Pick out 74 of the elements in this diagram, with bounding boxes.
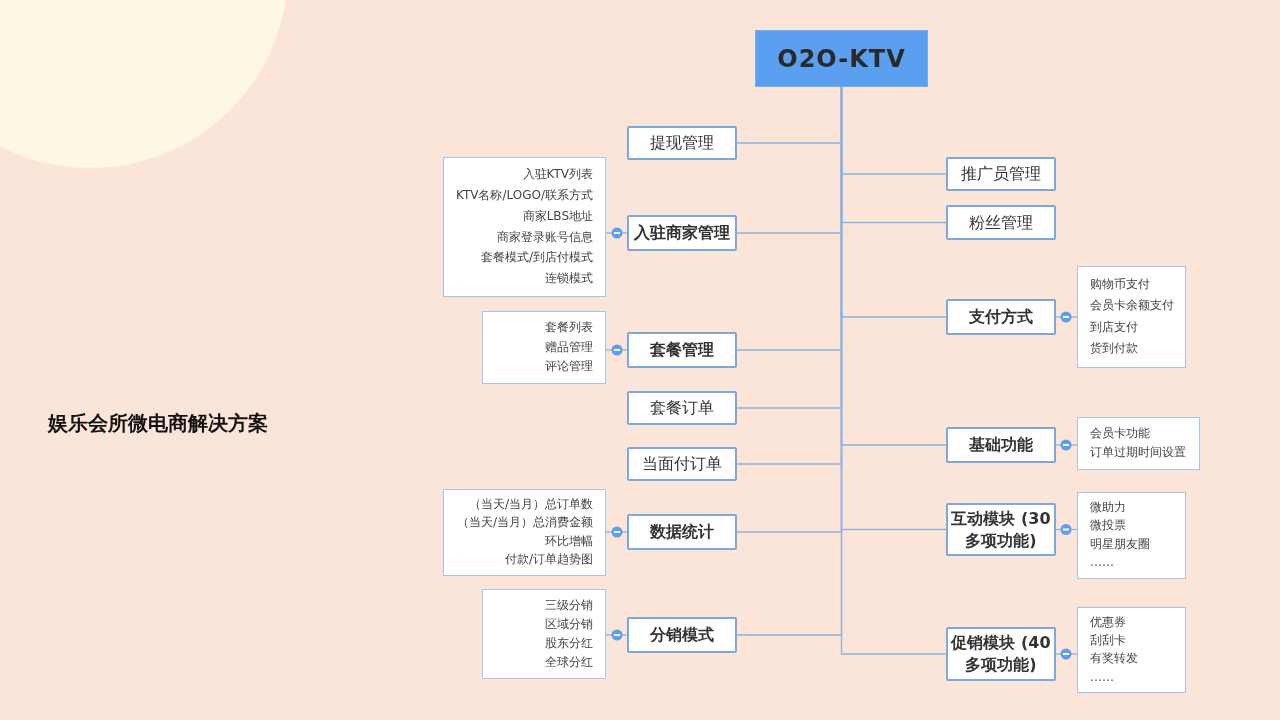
- list-item: （当天/当月）总消费金额: [456, 515, 593, 532]
- list-item: 股东分红: [545, 635, 593, 652]
- list-item: KTV名称/LOGO/联系方式: [456, 188, 593, 204]
- list-item: 优惠券: [1090, 614, 1126, 631]
- list-item: 商家LBS地址: [522, 208, 593, 225]
- topic-box: [946, 299, 1056, 335]
- node-label: 支付方式: [969, 306, 1033, 328]
- detail-list-box: [443, 489, 606, 576]
- node-label: 互动模块 (30多项功能): [950, 507, 1052, 552]
- node-label: 套餐管理: [650, 339, 714, 361]
- node-label: 提现管理: [650, 132, 714, 154]
- detail-list-box: [1077, 266, 1186, 368]
- detail-list-box: [1077, 607, 1186, 693]
- slide-subtitle: 娱乐会所微电商解决方案: [48, 410, 268, 437]
- detail-list-box: [482, 589, 606, 679]
- topic-box: [946, 205, 1056, 240]
- topic-box: [627, 391, 737, 425]
- node-label: 入驻商家管理: [634, 222, 730, 244]
- root-box: [755, 30, 928, 87]
- node-label: 推广员管理: [961, 163, 1041, 185]
- detail-list-box: [1077, 492, 1186, 579]
- list-item: 刮刮卡: [1090, 633, 1126, 649]
- topic-box: [627, 447, 737, 481]
- list-item: 付款/订单趋势图: [504, 552, 593, 569]
- detail-list-box: [482, 311, 606, 384]
- list-item: 微助力: [1090, 499, 1126, 516]
- node-label: 数据统计: [650, 521, 714, 543]
- list-item: 套餐列表: [545, 320, 593, 336]
- detail-list-box: [443, 157, 606, 297]
- list-item: 区域分销: [545, 616, 593, 633]
- list-item: 赠品管理: [545, 339, 593, 356]
- list-item: 明星朋友圈: [1090, 536, 1150, 553]
- topic-box: [946, 157, 1056, 191]
- list-item: 全球分红: [545, 654, 593, 671]
- list-item: 连锁模式: [545, 271, 593, 287]
- topic-box: [627, 126, 737, 160]
- connector-line: [1055, 439, 1078, 451]
- node-label: 套餐订单: [650, 397, 714, 419]
- list-item: 购物币支付: [1090, 276, 1150, 293]
- list-item: 会员卡功能: [1090, 425, 1150, 442]
- topic-box: [946, 427, 1056, 463]
- connector-line: [605, 629, 628, 641]
- list-item: 会员卡余额支付: [1090, 298, 1174, 315]
- topic-box: [627, 617, 737, 653]
- node-label: 粉丝管理: [969, 211, 1033, 234]
- topic-box: [627, 514, 737, 550]
- list-item: 入驻KTV列表: [522, 167, 593, 183]
- node-label: 促销模块 (40多项功能): [949, 632, 1052, 676]
- topic-box: [627, 332, 737, 368]
- list-item: 环比增幅: [545, 533, 593, 550]
- connector-line: [605, 227, 628, 239]
- list-item: ……: [1090, 669, 1114, 686]
- connector-line: [605, 344, 628, 356]
- connector-line: [1055, 648, 1078, 660]
- list-item: 到店支付: [1090, 319, 1138, 336]
- node-label: 分销模式: [650, 624, 714, 646]
- list-item: 商家登录账号信息: [497, 229, 593, 246]
- topic-box: [627, 215, 737, 251]
- connector-line: [1055, 311, 1078, 323]
- node-label: O2O-KTV: [777, 44, 906, 73]
- list-item: 有奖转发: [1090, 651, 1138, 667]
- list-item: 微投票: [1090, 518, 1126, 535]
- node-label: 当面付订单: [642, 453, 722, 475]
- detail-list-box: [1077, 417, 1200, 470]
- list-item: （当天/当月）总订单数: [468, 496, 593, 513]
- connector-line: [1055, 524, 1078, 535]
- list-item: ……: [1090, 555, 1114, 572]
- list-item: 货到付款: [1090, 341, 1138, 358]
- list-item: 三级分销: [545, 597, 593, 614]
- list-item: 订单过期时间设置: [1090, 445, 1186, 462]
- node-label: 基础功能: [969, 434, 1033, 456]
- list-item: 评论管理: [545, 359, 593, 375]
- connector-line: [605, 526, 628, 538]
- list-item: 套餐模式/到店付模式: [480, 250, 593, 266]
